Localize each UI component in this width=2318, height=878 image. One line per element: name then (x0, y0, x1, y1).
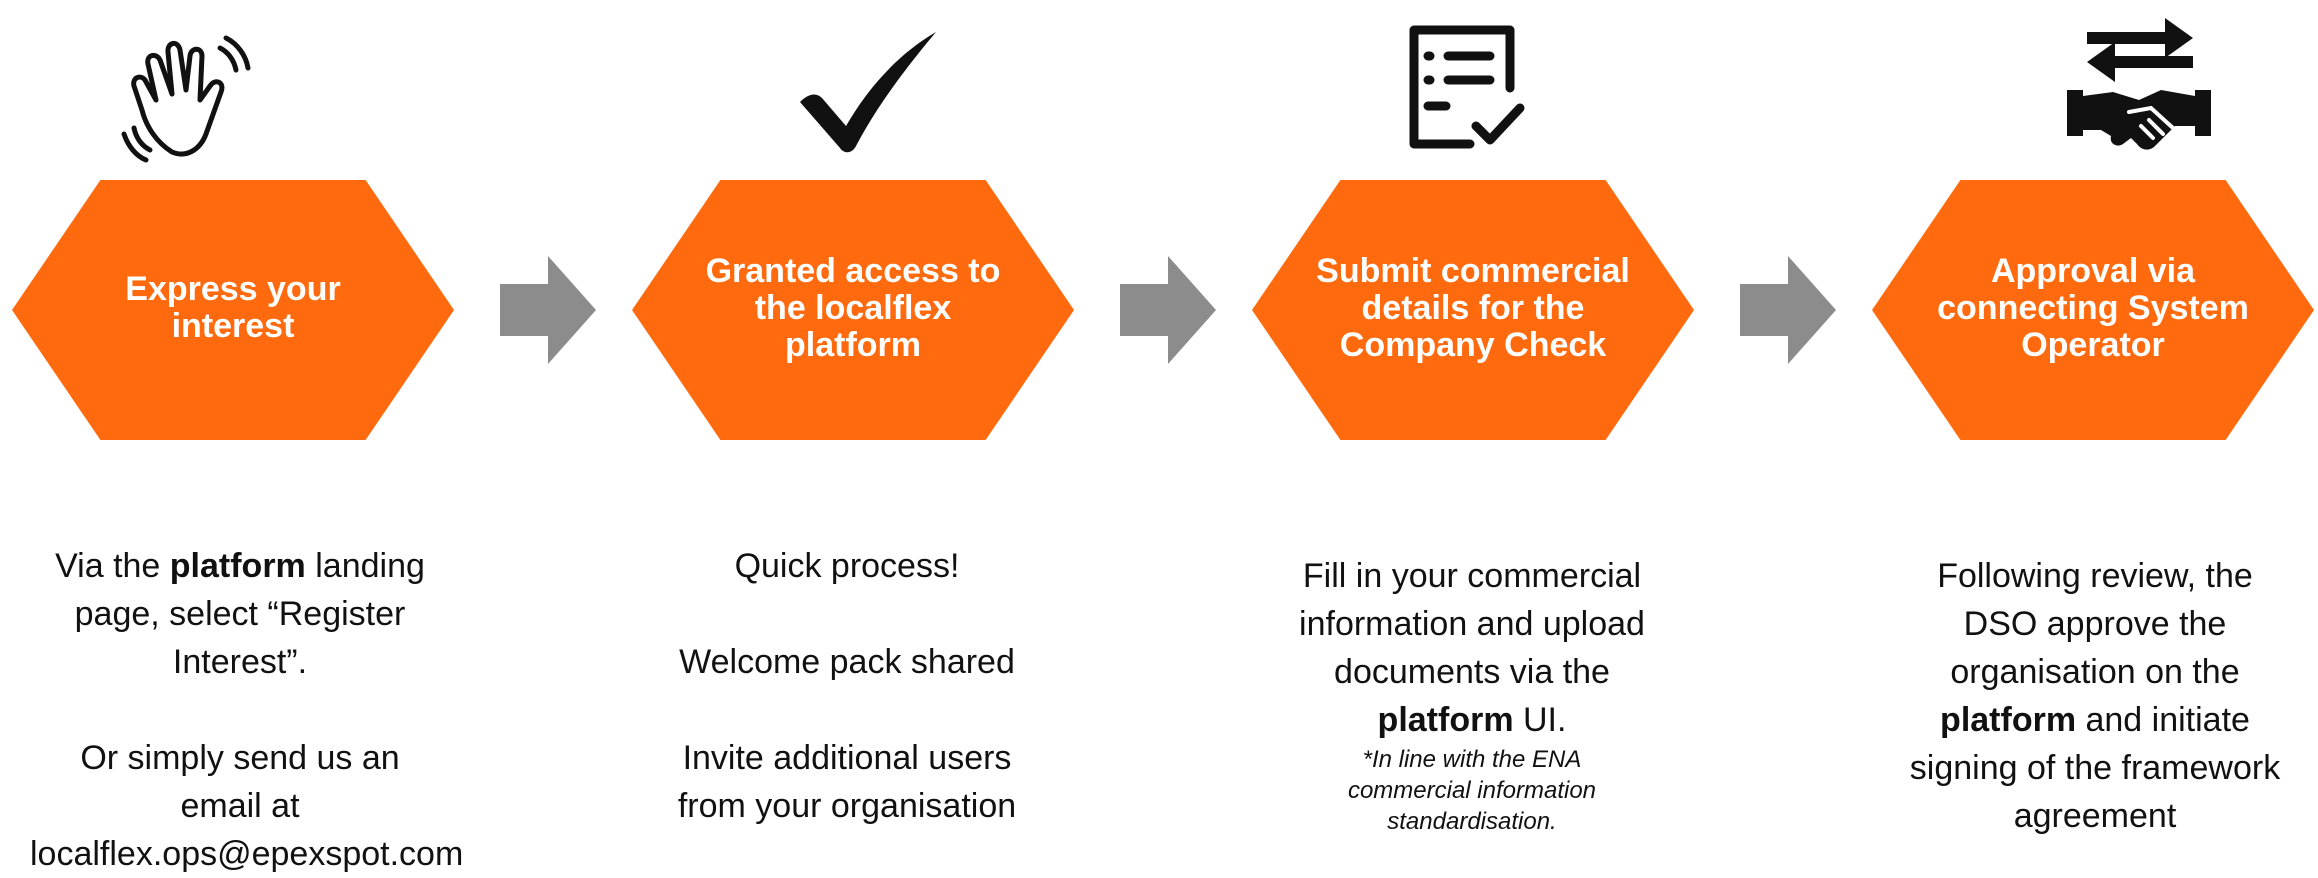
step-2-title: Granted access to the localflex platform (705, 251, 1001, 364)
waving-hand-icon (121, 35, 251, 163)
platform-emphasis: platform (169, 547, 306, 585)
platform-emphasis: platform (1377, 701, 1514, 739)
step-2-description: Quick process! Welcome pack shared Invit… (677, 547, 1017, 825)
step-2-hexagon: Granted access to the localflex platform (632, 180, 1074, 440)
step-3-hexagon: Submit commercial details for the Compan… (1252, 180, 1694, 440)
step-1-title: Express your interest (125, 270, 341, 345)
checklist-document-icon (1409, 25, 1525, 149)
checkmark-icon (800, 32, 936, 153)
contact-email: localflex.ops@epexspot.com (30, 835, 464, 873)
arrow-right-icon (1120, 256, 1216, 364)
step-3-description: Fill in your commercial information and … (1272, 552, 1672, 837)
arrow-right-icon (500, 256, 596, 364)
platform-emphasis: platform (1940, 701, 2077, 739)
handshake-exchange-icon (2067, 18, 2211, 150)
step-4-hexagon: Approval via connecting System Operator (1872, 180, 2314, 440)
step-1-description: Via the platform landing page, select “R… (30, 542, 464, 878)
step-4-description: Following review, the DSO approve the or… (1909, 557, 2281, 835)
step-3-title: Submit commercial details for the Compan… (1316, 251, 1630, 364)
step-1-hexagon: Express your interest (12, 180, 454, 440)
step-4-title: Approval via connecting System Operator (1937, 251, 2249, 364)
arrow-right-icon (1740, 256, 1836, 364)
footnote: *In line with the ENA commercial informa… (1347, 746, 1597, 835)
